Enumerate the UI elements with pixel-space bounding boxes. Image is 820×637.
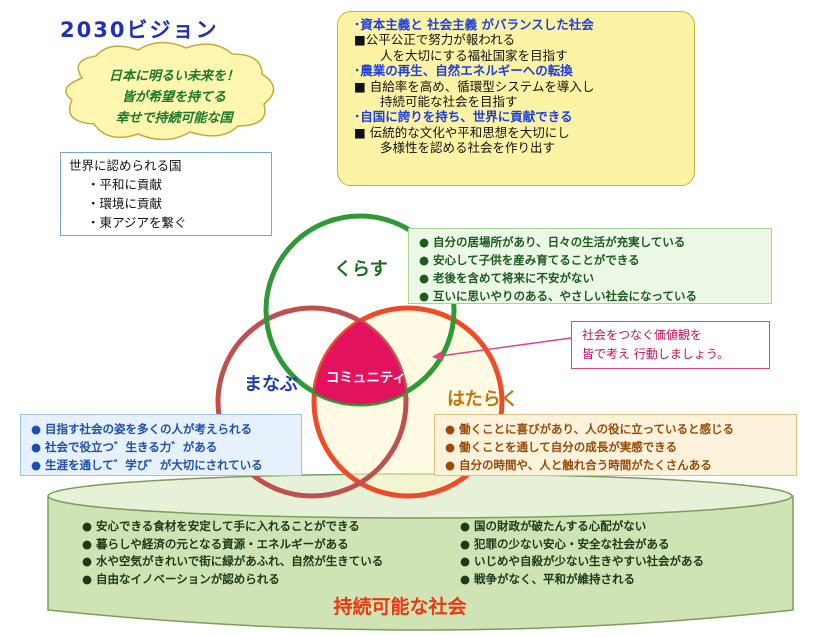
manabu-item: ● 生涯を通して゛学び゛が大切にされている bbox=[31, 458, 263, 472]
world-item: ・環境に貢献 bbox=[87, 196, 163, 211]
vision-line: ■ 伝統的な文化や平和思想を大切にし bbox=[354, 124, 570, 140]
world-heading: 世界に認められる国 bbox=[69, 158, 182, 173]
base-left-list: ● 安心できる食材を安定して手に入れることができる ● 暮らしや経済の元となる資… bbox=[82, 518, 383, 588]
manabu-label: まなぶ bbox=[244, 374, 298, 395]
community-label: コミュニティ bbox=[325, 370, 407, 386]
arrow-head-icon bbox=[432, 351, 443, 361]
value-arrow bbox=[439, 337, 572, 357]
vision-line: 多様性を認める社会を作り出す bbox=[380, 140, 556, 156]
hataraku-label: はたらく bbox=[447, 389, 519, 410]
cloud-line: 皆が希望を持てる bbox=[121, 90, 226, 105]
value-message-box: 社会をつなぐ価値観を 皆で考え 行動しましょう。 bbox=[571, 321, 770, 369]
hataraku-box: ● 働くことに喜びがあり、人の役に立っていると感じる ● 働くことを通して自分の… bbox=[434, 414, 797, 476]
world-recognized-box: 世界に認められる国 ・平和に貢献 ・環境に貢献 ・東アジアを繋ぐ bbox=[60, 152, 272, 236]
value-line: 社会をつなぐ価値観を bbox=[582, 328, 703, 342]
world-item: ・平和に貢献 bbox=[87, 177, 163, 192]
world-item: ・東アジアを繋ぐ bbox=[87, 215, 187, 230]
hataraku-item: ● 自分の時間や、人と触れ合う時間がたくさんある bbox=[445, 458, 712, 472]
manabu-box: ● 目指す社会の姿を多くの人が考えられる ● 社会で役立つ゛生きる力゛がある ●… bbox=[20, 414, 302, 476]
hataraku-item: ● 働くことに喜びがあり、人の役に立っていると感じる bbox=[445, 422, 735, 436]
manabu-item: ● 目指す社会の姿を多くの人が考えられる bbox=[31, 422, 253, 436]
vision-line: 持続可能な社会を目指す bbox=[380, 94, 518, 110]
vision-heading: ･自国に誇りを持ち、世界に貢献できる bbox=[354, 109, 573, 125]
vision-line: ■ 自給率を高め、循環型システムを導入し bbox=[354, 78, 595, 94]
vision-line: ■公平公正で努力が報われる bbox=[354, 32, 516, 48]
kurasu-label: くらす bbox=[334, 259, 388, 280]
manabu-circle bbox=[215, 305, 409, 499]
base-item: ● 国の財政が破たんする心配がない bbox=[460, 519, 647, 533]
hataraku-item: ● 働くことを通して自分の成長が実感できる bbox=[445, 440, 677, 454]
kurasu-item: ● 互いに思いやりのある、やさしい社会になっている bbox=[419, 289, 697, 303]
kurasu-item: ● 安心して子供を産み育てることができる bbox=[419, 253, 640, 267]
vision-box: ･資本主義と 社会主義 がバランスした社会 ■公平公正で努力が報われる 人を大切… bbox=[337, 11, 695, 186]
base-item: ● 暮らしや経済の元となる資源・エネルギーがある bbox=[82, 536, 349, 551]
kurasu-item: ● 自分の居場所があり、日々の生活が充実している bbox=[419, 235, 686, 249]
base-right-list: ● 国の財政が破たんする心配がない ● 犯罪の少ない安心・安全な社会がある ● … bbox=[460, 518, 704, 588]
base-item: ● 水や空気がきれいで街に緑があふれ、自然が生きている bbox=[82, 554, 384, 568]
value-line: 皆で考え 行動しましょう。 bbox=[582, 347, 730, 361]
community-region bbox=[314, 308, 406, 404]
vision-line: 人を大切にする福祉国家を目指す bbox=[380, 47, 568, 63]
cloud-text: 日本に明るい未来を！ 皆が希望を持てる 幸せで持続可能な国 bbox=[74, 66, 274, 129]
vision-title: 2030ビジョン bbox=[60, 18, 219, 42]
kurasu-item: ● 老後を含めて将来に不安がない bbox=[419, 271, 595, 285]
kurasu-box: ● 自分の居場所があり、日々の生活が充実している ● 安心して子供を産み育てるこ… bbox=[408, 228, 772, 304]
sustainable-society-label: 持続可能な社会 bbox=[333, 596, 467, 618]
vision-heading: ･資本主義と 社会主義 がバランスした社会 bbox=[354, 17, 594, 32]
base-item: ● 戦争がなく、平和が維持される bbox=[460, 571, 636, 586]
base-item: ● いじめや自殺が少ない生きやすい社会がある bbox=[460, 554, 705, 568]
base-item: ● 自由なイノベーションが認められる bbox=[82, 571, 280, 586]
base-item: ● 安心できる食材を安定して手に入れることができる bbox=[82, 519, 360, 533]
cloud-line: 幸せで持続可能な国 bbox=[115, 111, 233, 126]
base-item: ● 犯罪の少ない安心・安全な社会がある bbox=[460, 536, 670, 551]
manabu-item: ● 社会で役立つ゛生きる力゛がある bbox=[31, 440, 218, 454]
vision-heading: ･農業の再生、自然エネルギーへの転換 bbox=[354, 63, 573, 79]
hope-cloud bbox=[65, 41, 275, 141]
cloud-line: 日本に明るい未来を！ bbox=[108, 69, 239, 84]
